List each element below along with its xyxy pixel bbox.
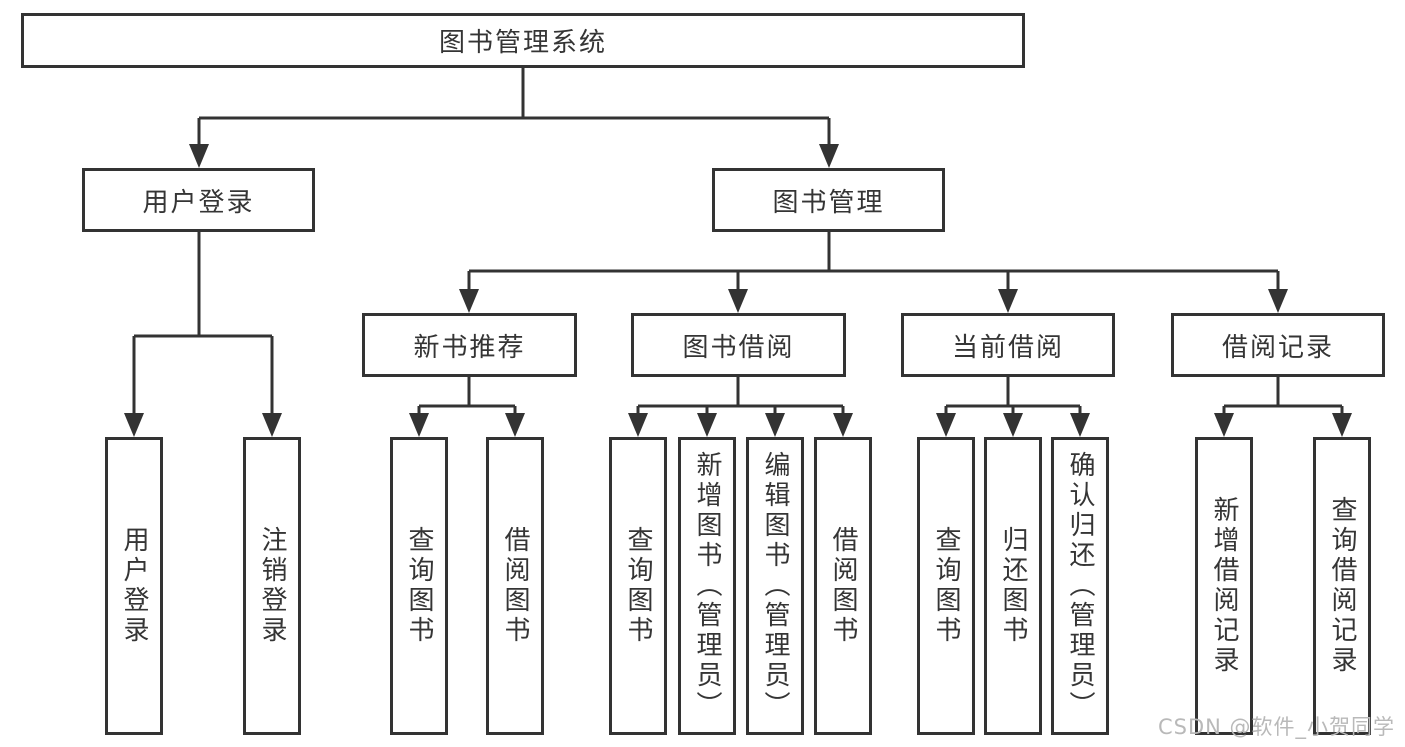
node-root-system-label: 图书管理系统 bbox=[438, 28, 607, 58]
leaf-borrow-book-label: 借阅图书 bbox=[828, 526, 858, 646]
leaf-edit-book-admin: 编辑图书（管理员） bbox=[746, 437, 804, 735]
leaf-current-query-book-label: 查询图书 bbox=[931, 526, 961, 646]
leaf-add-borrow-record-label: 新增借阅记录 bbox=[1209, 496, 1239, 676]
leaf-recommend-borrow-book: 借阅图书 bbox=[486, 437, 544, 735]
leaf-borrow-query-book: 查询图书 bbox=[609, 437, 667, 735]
node-root-system: 图书管理系统 bbox=[21, 13, 1025, 68]
csdn-watermark: CSDN @软件_小贺同学 bbox=[1158, 715, 1396, 739]
node-user-login-label: 用户登录 bbox=[142, 187, 255, 218]
leaf-add-book-admin: 新增图书（管理员） bbox=[678, 437, 736, 735]
node-user-login: 用户登录 bbox=[82, 168, 315, 232]
leaf-query-borrow-record-label: 查询借阅记录 bbox=[1327, 496, 1357, 676]
leaf-edit-book-admin-label: 编辑图书（管理员） bbox=[760, 451, 790, 721]
leaf-recommend-query-book: 查询图书 bbox=[390, 437, 448, 735]
leaf-borrow-query-book-label: 查询图书 bbox=[623, 526, 653, 646]
node-book-borrow-label: 图书借阅 bbox=[682, 332, 795, 363]
leaf-confirm-return-admin: 确认归还（管理员） bbox=[1051, 437, 1109, 735]
leaf-query-borrow-record: 查询借阅记录 bbox=[1313, 437, 1371, 735]
node-new-book-recommend-label: 新书推荐 bbox=[413, 332, 526, 363]
leaf-add-book-admin-label: 新增图书（管理员） bbox=[692, 451, 722, 721]
leaf-return-book: 归还图书 bbox=[984, 437, 1042, 735]
leaf-recommend-query-book-label: 查询图书 bbox=[404, 526, 434, 646]
leaf-user-login: 用户登录 bbox=[105, 437, 163, 735]
leaf-current-query-book: 查询图书 bbox=[917, 437, 975, 735]
node-book-borrow: 图书借阅 bbox=[631, 313, 846, 377]
node-book-management-label: 图书管理 bbox=[772, 187, 885, 218]
node-book-management: 图书管理 bbox=[712, 168, 945, 232]
leaf-logout: 注销登录 bbox=[243, 437, 301, 735]
node-current-borrow: 当前借阅 bbox=[901, 313, 1115, 377]
node-borrow-record-label: 借阅记录 bbox=[1221, 332, 1334, 363]
leaf-confirm-return-admin-label: 确认归还（管理员） bbox=[1065, 451, 1095, 721]
leaf-return-book-label: 归还图书 bbox=[998, 526, 1028, 646]
leaf-recommend-borrow-book-label: 借阅图书 bbox=[500, 526, 530, 646]
node-new-book-recommend: 新书推荐 bbox=[362, 313, 577, 377]
leaf-user-login-label: 用户登录 bbox=[119, 526, 149, 646]
leaf-add-borrow-record: 新增借阅记录 bbox=[1195, 437, 1253, 735]
leaf-logout-label: 注销登录 bbox=[257, 526, 287, 646]
leaf-borrow-book: 借阅图书 bbox=[814, 437, 872, 735]
node-borrow-record: 借阅记录 bbox=[1171, 313, 1385, 377]
node-current-borrow-label: 当前借阅 bbox=[951, 332, 1064, 363]
